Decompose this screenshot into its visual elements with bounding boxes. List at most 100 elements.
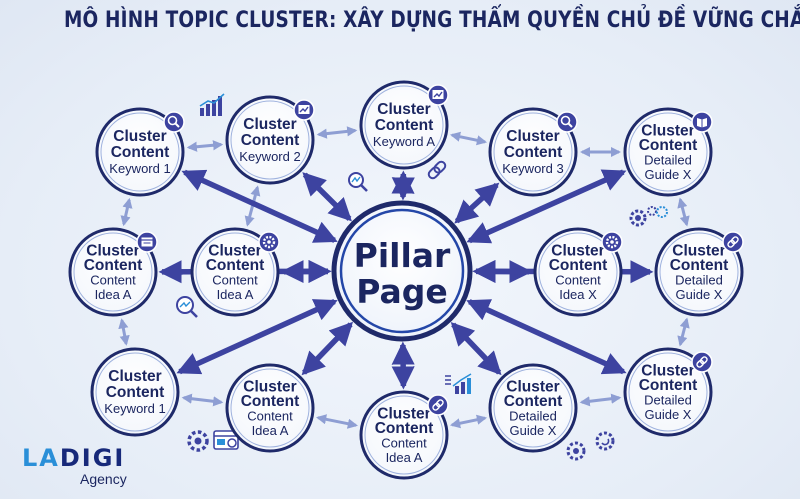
cluster-link-arrow — [186, 140, 224, 152]
cluster-node-text: Cluster — [506, 378, 559, 395]
logo-subtitle: Agency — [80, 471, 127, 487]
cluster-node-text: Keyword A — [373, 134, 435, 149]
cluster-node-text: Detailed — [509, 408, 557, 423]
cluster-node-text: Content — [375, 420, 434, 437]
cluster-node-text: Content — [549, 257, 608, 274]
cluster-node-text: Content — [639, 137, 698, 154]
cluster-node-text: Content — [241, 393, 300, 410]
floating-icons — [176, 93, 668, 461]
pillar-link-arrow — [181, 169, 338, 243]
bar-chart-icon — [445, 373, 472, 394]
cluster-node-text: Cluster — [208, 242, 261, 259]
cluster-node-text: Idea A — [252, 423, 289, 438]
cluster-node-text: Detailed — [644, 152, 692, 167]
cluster-link-arrow — [316, 414, 358, 429]
cluster-node-text: Cluster — [377, 101, 430, 118]
gear-icon — [258, 231, 280, 253]
cluster-node-text: Keyword 3 — [502, 161, 563, 176]
pillar-arrows-layer — [158, 169, 654, 390]
page-title: MÔ HÌNH TOPIC CLUSTER: XÂY DỰNG THẨM QUY… — [64, 8, 800, 33]
pillar-link-arrow — [301, 321, 354, 376]
cluster-node-text: Content — [555, 272, 601, 287]
cluster-link-arrow — [677, 317, 690, 347]
gear-icon — [647, 206, 657, 216]
cluster-node-text: Guide X — [510, 423, 557, 438]
ladigi-logo: LADIGI Agency — [22, 446, 127, 488]
pillar-link-arrow — [176, 299, 338, 375]
cluster-node-text: Idea A — [217, 287, 254, 302]
pillar-title-line1: Pillar — [354, 236, 451, 275]
cluster-node-text: Cluster — [551, 242, 604, 259]
cluster-node-text: Keyword 2 — [239, 149, 300, 164]
cluster-node-text: Cluster — [377, 405, 430, 422]
pillar-link-arrow — [302, 172, 352, 222]
cluster-node-text: Guide X — [676, 287, 723, 302]
cluster-node-text: Cluster — [243, 116, 296, 133]
book-icon — [691, 111, 713, 133]
link-icon — [691, 351, 713, 373]
cluster-node-text: Content — [247, 408, 293, 423]
cluster-node-text: Content — [106, 384, 165, 401]
magnifier-icon — [176, 296, 198, 318]
webpage-icon — [213, 430, 239, 450]
cluster-link-arrow — [118, 318, 130, 346]
pillar-title-line2: Page — [356, 272, 448, 311]
cluster-node-text: Content — [111, 144, 170, 161]
webpage-icon — [136, 231, 158, 253]
cluster-node-text: Idea A — [386, 450, 423, 465]
gear-icon — [187, 430, 209, 452]
cluster-node-text: Content — [504, 393, 563, 410]
cluster-node-text: Cluster — [672, 242, 725, 259]
cluster-node-text: Idea X — [559, 287, 597, 302]
cluster-node-text: Cluster — [113, 128, 166, 145]
pillar-link-arrow — [450, 321, 502, 376]
cluster-node-text: Cluster — [641, 362, 694, 379]
magnifier-icon — [556, 111, 578, 133]
pillar-link-arrow — [466, 169, 627, 244]
bar-chart-icon — [293, 99, 315, 121]
cluster-link-arrow — [677, 197, 690, 227]
cluster-node-text: Guide X — [645, 407, 692, 422]
cluster-link-arrow — [579, 393, 622, 407]
cluster-node-text: Detailed — [644, 392, 692, 407]
cluster-node-text: Content — [206, 257, 265, 274]
cluster-node-text: Keyword 1 — [109, 161, 170, 176]
pillar-link-arrow — [466, 299, 627, 375]
magnifier-icon — [348, 172, 368, 192]
cluster-link-arrow — [316, 126, 358, 139]
cluster-node-text: Idea A — [95, 287, 132, 302]
cluster-node-text: Cluster — [641, 122, 694, 139]
cluster-node-text: Cluster — [506, 128, 559, 145]
cluster-link-arrow — [449, 131, 488, 146]
cluster-node-text: Guide X — [645, 167, 692, 182]
cluster-node-text: Cluster — [243, 378, 296, 395]
link-icon — [427, 160, 447, 180]
cluster-node-text: Content — [241, 132, 300, 149]
cluster-node-text: Content — [639, 377, 698, 394]
cluster-node-text: Content — [90, 272, 136, 287]
logo-wordmark: LADIGI — [22, 446, 127, 470]
link-icon — [722, 231, 744, 253]
cluster-node-text: Keyword 1 — [104, 401, 165, 416]
link-icon — [427, 394, 449, 416]
pillar-page-node: Pillar Page — [331, 200, 473, 342]
bar-chart-icon — [199, 93, 225, 116]
pillar-link-arrow — [391, 341, 415, 390]
logo-wordmark-main: DIGI — [59, 444, 126, 472]
refresh-gear-icon — [595, 431, 615, 451]
cluster-node-text: Cluster — [108, 368, 161, 385]
cluster-node-text: Content — [375, 117, 434, 134]
